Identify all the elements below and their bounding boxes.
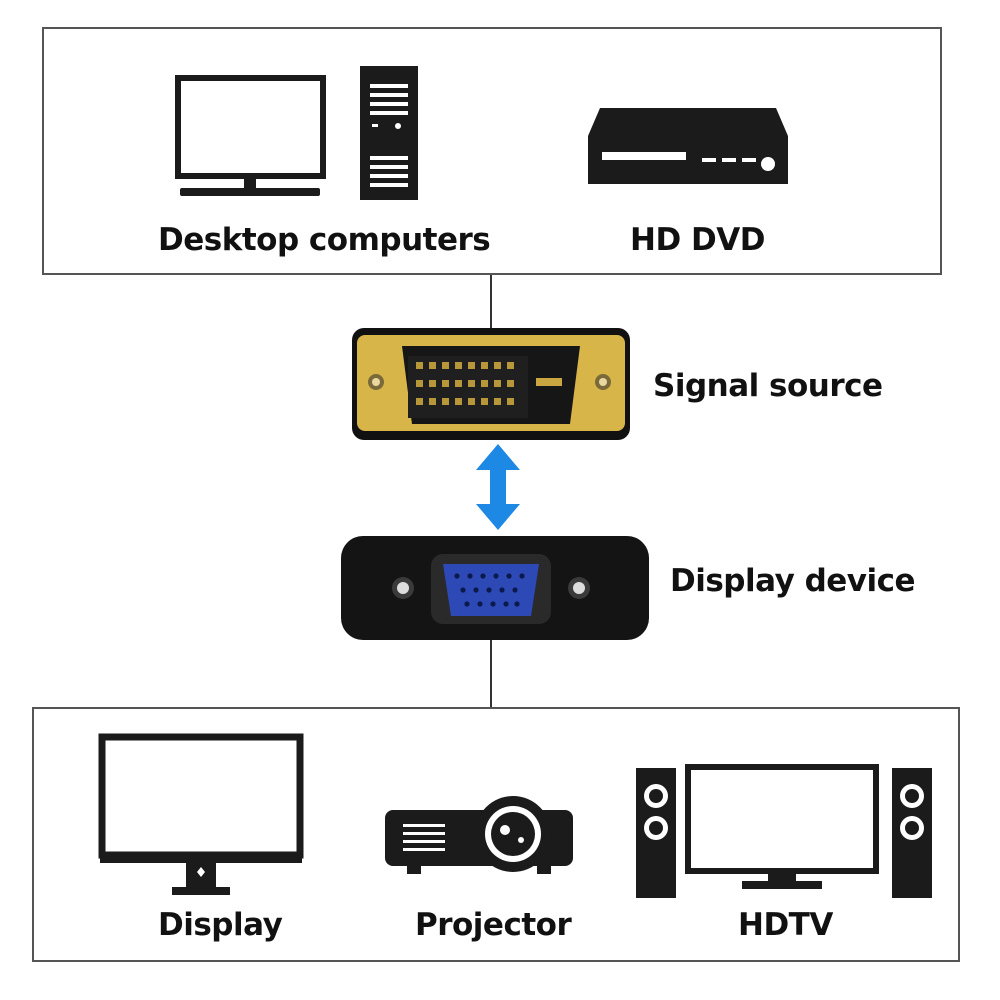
hd-dvd-label: HD DVD (630, 222, 765, 258)
speaker-icon (636, 768, 676, 898)
dvd-player-icon (588, 108, 788, 184)
pc-tower-icon (360, 66, 418, 200)
hdtv-label: HDTV (738, 907, 833, 943)
monitor-icon (175, 75, 326, 196)
speaker-icon (892, 768, 932, 898)
signal-source-label: Signal source (653, 368, 883, 404)
desktop-computers-label: Desktop computers (158, 222, 491, 258)
display-connector-line (490, 640, 492, 710)
projector-icon (385, 796, 573, 874)
source-connector-line (490, 275, 492, 335)
source-devices-panel (42, 27, 942, 275)
vga-connector-icon (341, 536, 649, 640)
display-device-label: Display device (670, 563, 916, 599)
projector-label: Projector (415, 907, 572, 943)
display-label: Display (158, 907, 283, 943)
dvi-connector-icon (352, 328, 630, 440)
hdtv-icon (685, 764, 879, 889)
double-arrow-icon (476, 444, 520, 530)
display-icon (98, 733, 304, 895)
